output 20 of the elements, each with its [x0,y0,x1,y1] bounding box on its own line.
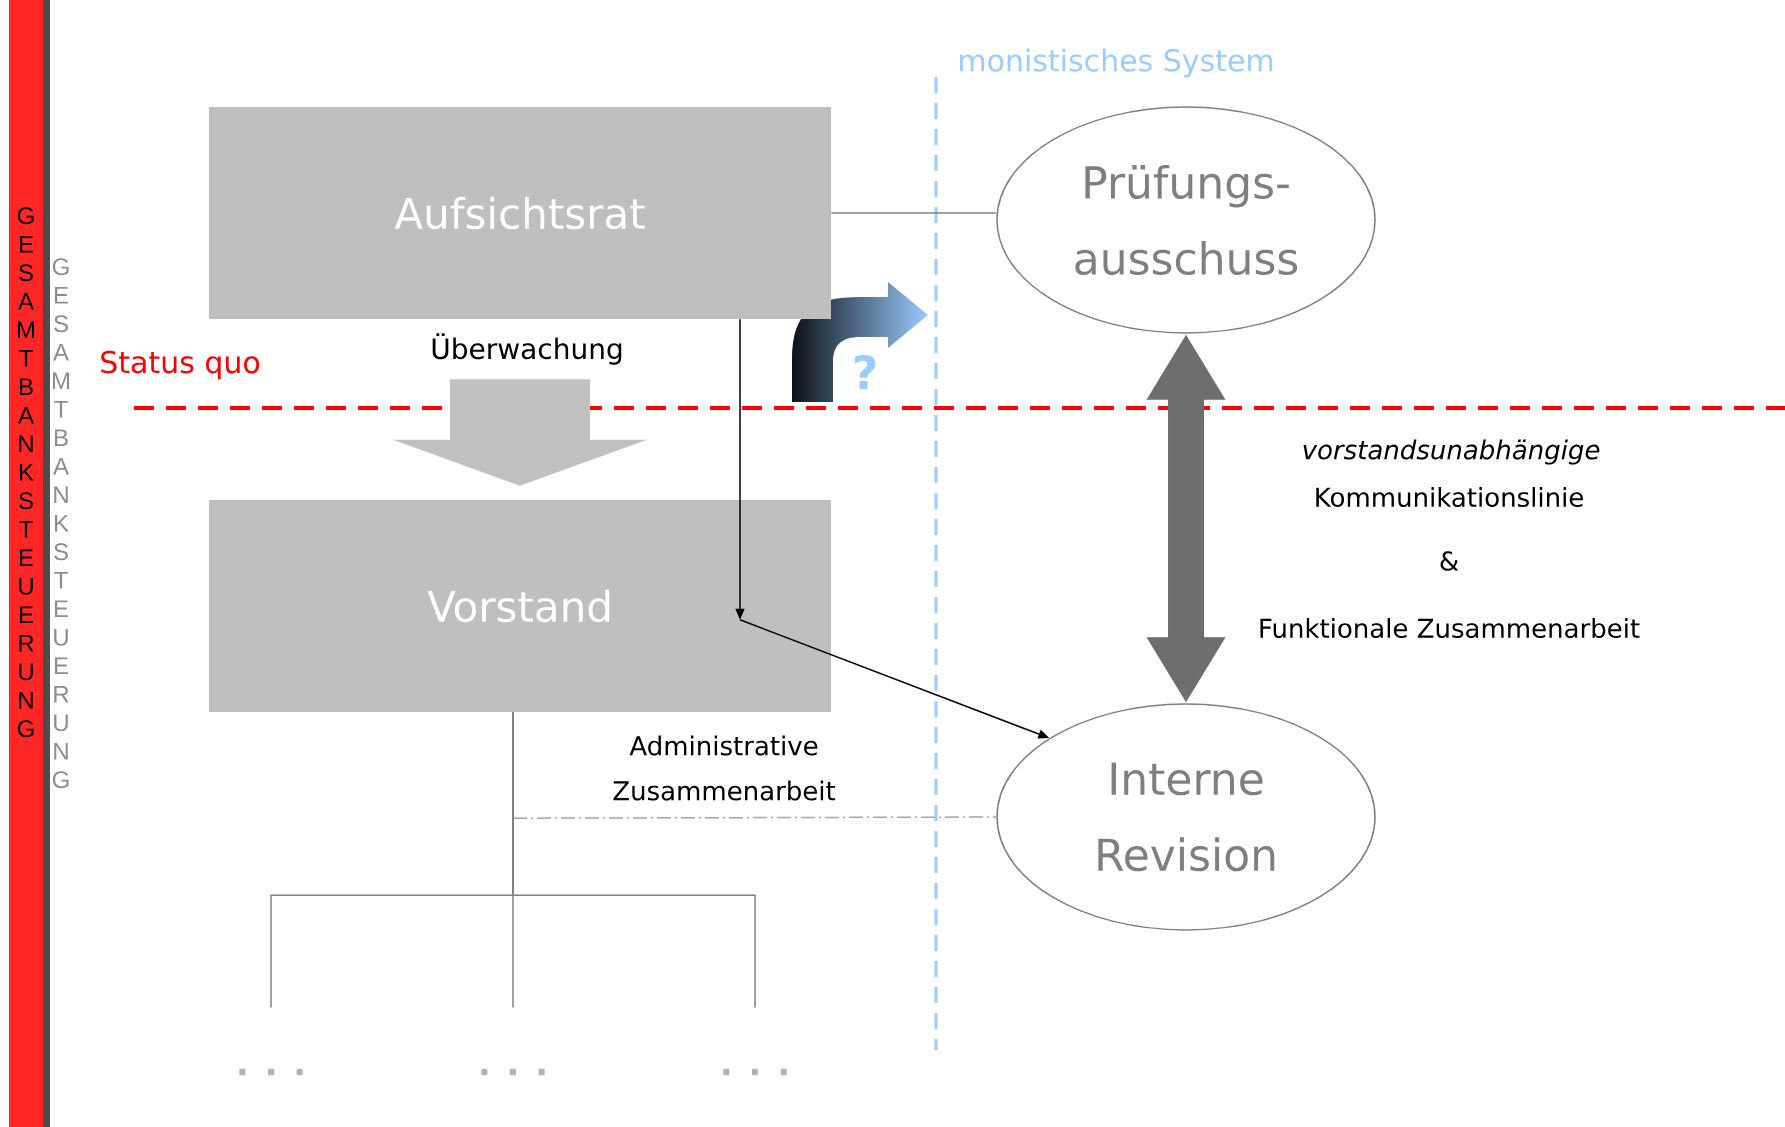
edge-label: Administrative Zusammenarbeit [613,735,836,801]
ellipsis-text: . . . [723,1068,787,1076]
status-label: Status quo [101,350,260,380]
connector-line [512,711,756,1009]
note-text: Funktionale Zusammenarbeit [1260,617,1640,639]
block-arrow [393,379,647,486]
note-text: & [1440,551,1459,571]
edge-label: Überwachung [432,333,622,365]
dash-dot-line [512,816,997,819]
question-mark: ? [854,354,876,390]
note-text: vorstandsunabhängige [1303,439,1600,465]
connector-line [830,212,997,214]
vertical-title: GESAMTBANKSTEUERUNG [17,207,35,738]
vertical-title-shadow: GESAMTBANKSTEUERUNG [52,258,70,789]
heading-text: monistisches System [960,48,1273,78]
org-box: Vorstand [209,500,831,712]
org-box: Aufsichtsrat [209,107,831,319]
ellipsis-text: . . . [239,1068,303,1076]
ellipsis-text: . . . [481,1068,545,1076]
note-text: Kommunikationslinie [1316,486,1583,508]
